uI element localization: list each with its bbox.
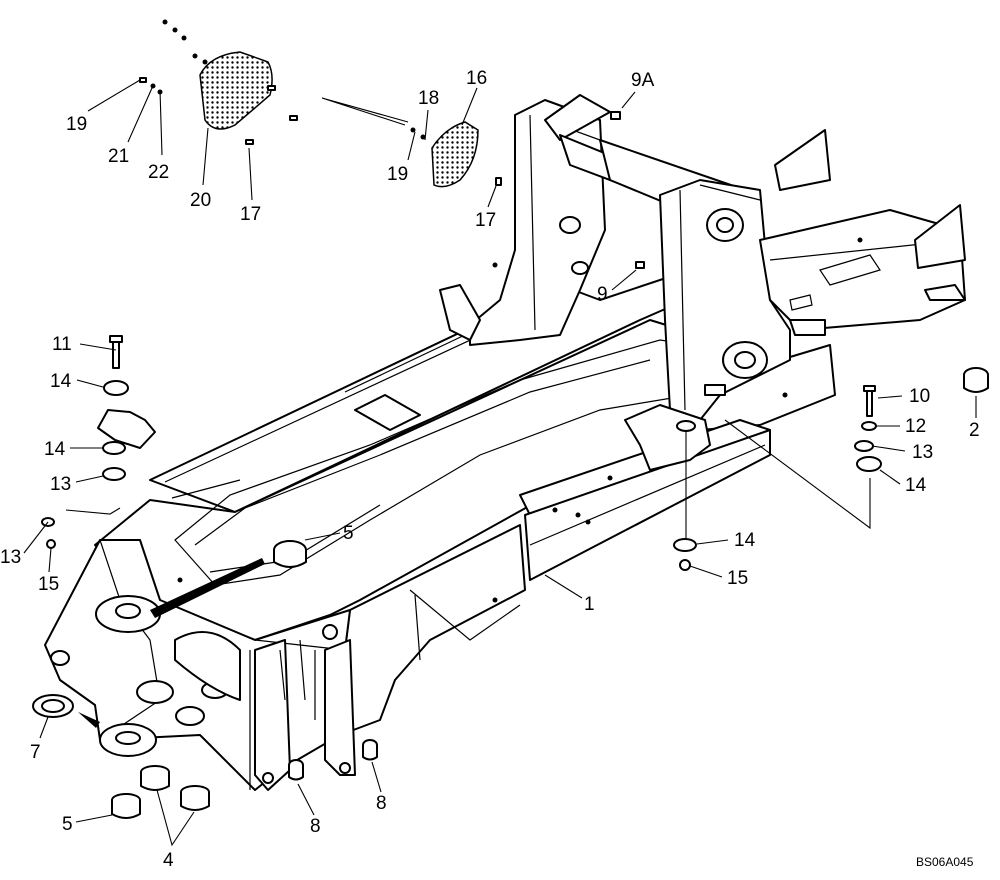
callout-17: 17 xyxy=(475,210,496,231)
callout-9: 9 xyxy=(597,284,608,305)
callout-22: 22 xyxy=(148,162,169,183)
leader-lines xyxy=(23,79,977,847)
callout-1: 1 xyxy=(584,594,595,615)
reflector-plate-left xyxy=(139,19,298,145)
callout-14: 14 xyxy=(50,371,72,392)
callout-5: 5 xyxy=(62,814,73,835)
callout-10: 10 xyxy=(909,386,930,407)
callout-8: 8 xyxy=(310,816,321,837)
callout-18: 18 xyxy=(418,88,439,109)
callout-labels: 1 2 4 5 5 7 8 8 9 9A 10 11 12 13 13 13 1… xyxy=(0,68,980,871)
bushing-part xyxy=(963,367,989,393)
callout-15: 15 xyxy=(38,574,59,595)
callout-14: 14 xyxy=(44,439,66,460)
callout-16: 16 xyxy=(466,68,487,89)
callout-13: 13 xyxy=(0,547,21,568)
pins xyxy=(288,739,378,781)
callout-7: 7 xyxy=(30,742,41,763)
callout-12: 12 xyxy=(905,416,926,437)
callout-21: 21 xyxy=(108,146,129,167)
callout-13: 13 xyxy=(50,474,71,495)
callout-8: 8 xyxy=(376,793,387,814)
callout-20: 20 xyxy=(190,190,211,211)
bushings-front xyxy=(111,765,210,819)
callout-2: 2 xyxy=(969,420,980,441)
callout-4: 4 xyxy=(163,850,174,871)
callout-5: 5 xyxy=(343,523,354,544)
drawing-reference: BS06A045 xyxy=(916,855,974,869)
callout-9a: 9A xyxy=(631,70,655,91)
callout-17: 17 xyxy=(240,204,261,225)
loader-frame xyxy=(44,94,966,791)
callout-15: 15 xyxy=(727,568,748,589)
reflector-plate-right xyxy=(410,111,645,269)
callout-19: 19 xyxy=(387,164,408,185)
mount-stack-left xyxy=(41,335,156,549)
callout-14: 14 xyxy=(905,475,927,496)
callout-14: 14 xyxy=(734,530,756,551)
callout-11: 11 xyxy=(52,334,72,355)
callout-13: 13 xyxy=(912,442,933,463)
callout-19: 19 xyxy=(66,114,87,135)
shim-ring xyxy=(32,694,100,728)
